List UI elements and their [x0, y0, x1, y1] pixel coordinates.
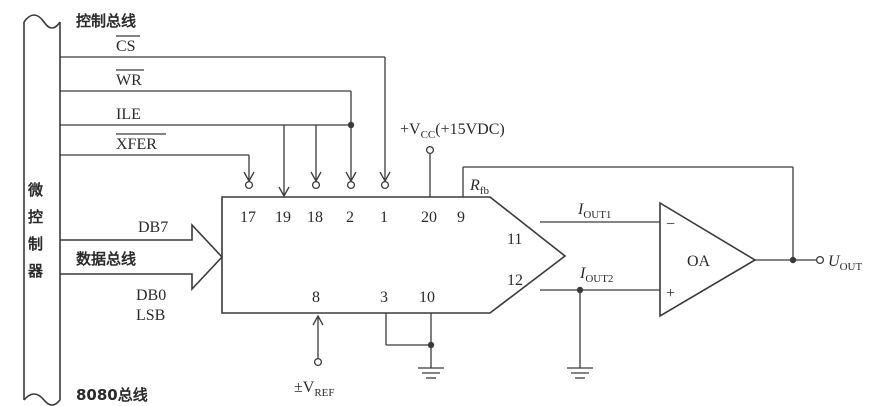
cs-label: CS	[116, 38, 136, 55]
xfer-line	[60, 154, 255, 190]
dac0832-chip-body	[221, 196, 567, 314]
data-bus-arrow	[60, 222, 224, 292]
vcc-label: +VCC(+15VDC)	[400, 121, 505, 141]
rfb-feedback-line	[462, 166, 794, 260]
pin18-inversion-bubble	[311, 180, 321, 190]
opamp-minus-sign: −	[666, 216, 675, 233]
pin-10: 10	[419, 289, 435, 306]
uout-label: UOUT	[828, 253, 862, 273]
bus-8080-label: 8080总线	[76, 386, 148, 404]
opamp-label: OA	[687, 253, 711, 270]
pin-9: 9	[457, 209, 465, 226]
iout1-label: IOUT1	[577, 201, 611, 221]
pin-20: 20	[421, 209, 437, 226]
ile-line	[60, 121, 355, 198]
pin-11: 11	[507, 231, 522, 248]
output-line	[755, 255, 825, 265]
chip-ground	[385, 313, 444, 379]
wr-label: WR	[116, 72, 142, 89]
db0-label: DB0	[136, 287, 166, 304]
ile-label: ILE	[116, 106, 141, 123]
pin-18: 18	[307, 209, 323, 226]
pin-2: 2	[346, 209, 354, 226]
xfer-inversion-bubble	[244, 180, 254, 190]
control-bus-label: 控制总线	[76, 12, 136, 30]
vref-label: ±VREF	[294, 379, 335, 399]
mcu-char-1: 微	[27, 181, 44, 199]
pin-8: 8	[312, 289, 320, 306]
wr-inversion-bubble	[346, 180, 356, 190]
data-bus-label: 数据总线	[76, 250, 136, 268]
pin-1: 1	[380, 209, 388, 226]
vcc-connection	[425, 145, 435, 197]
iout2-label: IOUT2	[579, 265, 613, 285]
opamp-triangle	[659, 201, 757, 318]
bus-pipe-8080	[23, 14, 61, 406]
pin-3: 3	[380, 289, 388, 306]
iout2-line	[540, 286, 660, 379]
pin-12: 12	[507, 272, 523, 289]
opamp-plus-sign: +	[666, 285, 675, 302]
rfb-label: Rfb	[469, 177, 489, 197]
cs-inversion-bubble	[380, 180, 390, 190]
pin-17: 17	[240, 209, 256, 226]
wr-line	[60, 90, 357, 190]
lsb-label: LSB	[136, 307, 165, 324]
mcu-char-2: 控	[28, 208, 43, 226]
pin-19: 19	[275, 209, 291, 226]
xfer-label: XFER	[116, 136, 157, 153]
ile-wr-junction	[347, 121, 355, 129]
vref-connection	[312, 314, 324, 367]
mcu-char-3: 制	[28, 235, 43, 253]
mcu-char-4: 器	[27, 262, 44, 280]
cs-line	[60, 56, 391, 190]
db7-label: DB7	[138, 219, 168, 236]
